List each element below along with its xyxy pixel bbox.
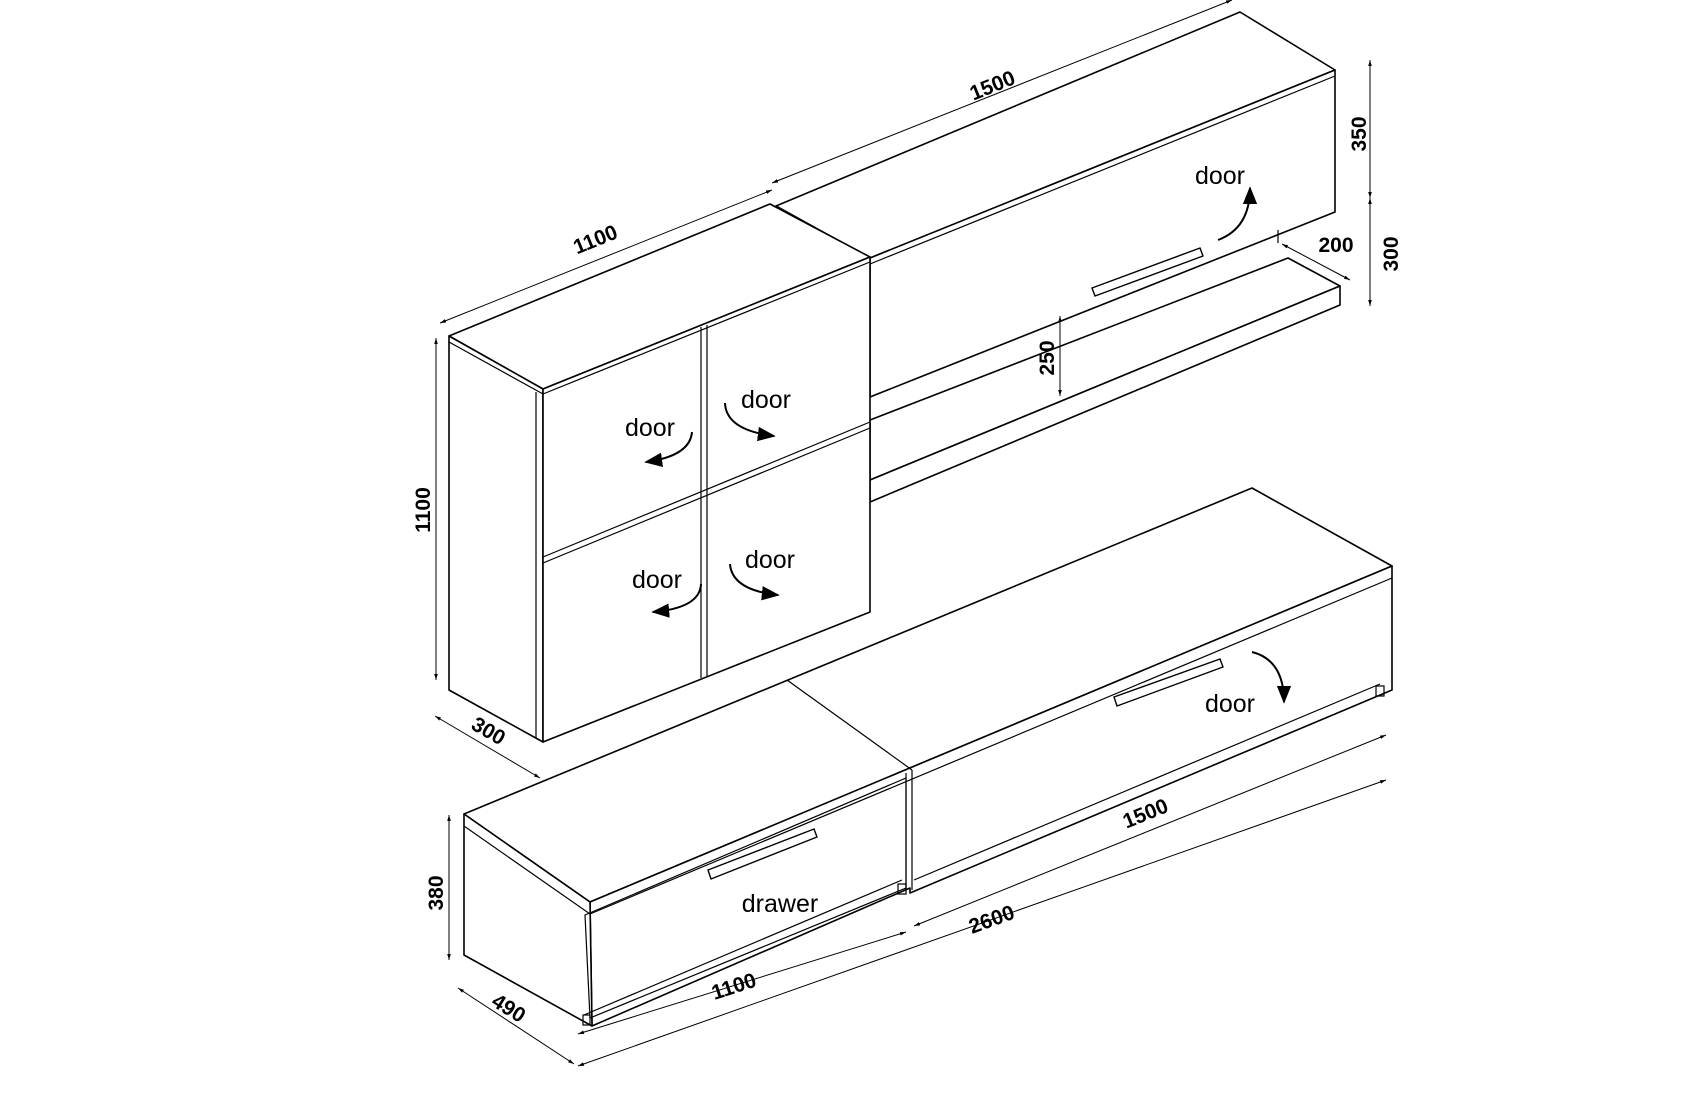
wall-shelf <box>869 257 1341 503</box>
door-motion-arrows <box>644 186 1292 704</box>
label-door-top-right: door <box>741 386 791 414</box>
label-door-bottom-left: door <box>632 566 682 594</box>
dimension-lines <box>434 0 1387 1067</box>
top-cabinet-handle[interactable] <box>1091 247 1204 297</box>
base-door-handle[interactable] <box>1113 658 1224 707</box>
dim-base-height: 380 <box>425 875 448 910</box>
label-door-top-cabinet: door <box>1195 162 1245 190</box>
dim-tall-cabinet-height: 1100 <box>412 487 435 533</box>
dim-base-total-length: 2600 <box>966 901 1018 939</box>
dim-shelf-gap: 300 <box>1380 236 1403 271</box>
label-door-bottom-right: door <box>745 546 795 574</box>
dim-shelf-clearance: 250 <box>1036 340 1059 375</box>
dim-top-cabinet-length: 1500 <box>967 67 1019 106</box>
dim-base-depth: 490 <box>487 989 529 1027</box>
tall-cabinet-side <box>448 335 544 743</box>
part-labels: door door door door door door drawer <box>625 162 1255 918</box>
label-door-base: door <box>1205 690 1255 718</box>
label-drawer: drawer <box>742 890 818 918</box>
dim-base-short-length: 1100 <box>709 969 759 1005</box>
dim-shelf-depth: 200 <box>1318 234 1353 257</box>
dim-top-cabinet-height: 350 <box>1348 116 1371 151</box>
label-door-top-left: door <box>625 414 675 442</box>
tall-cube-cabinet <box>448 203 871 743</box>
